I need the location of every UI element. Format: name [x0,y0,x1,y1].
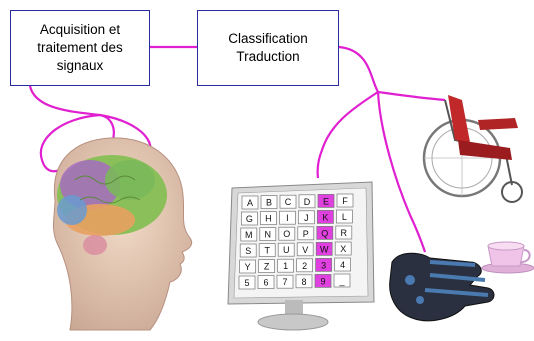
speller-cell [278,226,296,241]
speller-cell [298,210,315,225]
speller-cell-label: O [283,229,290,239]
speller-grid: A B C D E F G H I J K L M N O P Q R S T U V W X Y Z 1 2 3 4 5 6 7 8 9 _ [238,193,354,290]
connector-box2-hub [338,45,379,93]
speller-cell-label: H [265,214,272,224]
speller-cell [296,242,314,257]
speller-cell-label: I [286,213,289,223]
speller-cell [317,194,335,208]
speller-cell-label: _ [338,276,345,286]
speller-cell [317,210,334,224]
connector-hub-wheelchair [377,90,446,102]
speller-cell-label: 2 [302,261,307,271]
classification-line-2: Traduction [236,49,300,64]
speller-cell [279,210,296,225]
speller-cell-label: K [322,212,328,222]
connector-hub-screen [316,91,379,179]
speller-cell [260,195,278,209]
speller-cell-label: R [341,228,348,238]
speller-cell-label: 7 [282,277,287,287]
speller-cell [238,275,256,290]
speller-cell [240,227,258,242]
speller-cell [239,243,257,258]
speller-cell-label: C [285,197,292,207]
speller-cell [314,274,332,288]
speller-cell [260,211,277,225]
speller-cell [241,211,258,226]
speller-cell [258,243,276,257]
speller-cell-label: L [342,212,347,222]
speller-cell-label: M [245,230,253,240]
speller-cell [315,242,333,256]
speller-cell-label: 8 [301,277,306,287]
speller-cell-label: P [303,229,309,239]
speller-cell-label: W [320,244,329,254]
speller-cell [259,227,277,241]
speller-cell [298,194,316,209]
speller-cell [334,241,352,256]
speller-cell [241,195,259,210]
speller-cell [316,226,334,240]
speller-cell [297,226,315,241]
connector-hub-hand [376,91,427,253]
speller-cell [257,275,275,289]
speller-cell [295,274,313,289]
speller-cell-label: J [304,213,309,223]
speller-cell-label: 1 [283,261,288,271]
speller-cell-label: 3 [321,260,326,270]
classification-box: Classification Traduction [197,10,339,86]
speller-cell-label: A [247,198,253,208]
speller-cell-label: N [265,230,272,240]
speller-cell-label: 4 [340,260,345,270]
speller-cell-label: B [266,198,272,208]
speller-cell-label: Y [245,262,251,272]
speller-cell-label: F [342,196,348,206]
speller-cell [335,225,353,240]
speller-cell-label: U [283,245,290,255]
speller-cell [334,257,351,272]
speller-cell-label: Q [321,228,328,238]
classification-line-1: Classification [228,31,308,46]
acquisition-box: Acquisition et traitement des signaux [10,10,150,86]
speller-cell [296,258,313,273]
speller-cell-label: V [302,245,308,255]
speller-cell-label: 6 [263,278,268,288]
speller-cell-label: Z [264,262,270,272]
speller-cell-label: X [340,244,346,254]
speller-cell [277,242,295,257]
speller-cell-label: G [246,214,253,224]
brain [57,155,167,255]
acquisition-line-1: Acquisition et [39,22,121,37]
speller-cell-label: E [323,196,329,206]
acquisition-line-2: traitement des [37,40,123,55]
speller-cell-label: S [245,246,251,256]
speller-cell [315,258,332,272]
speller-cell-label: 5 [244,278,249,288]
speller-cell [279,194,297,209]
speller-cell [336,193,354,208]
speller-cell [258,259,275,273]
speller-cell [239,259,256,274]
speller-cell [333,273,351,288]
speller-cell [336,209,353,224]
speller-cell [277,258,294,273]
speller-cell-label: 9 [320,276,325,286]
speller-cell [276,274,294,289]
speller-cell-label: T [264,246,270,256]
acquisition-line-3: signaux [56,58,104,73]
speller-cell-label: D [304,197,311,207]
